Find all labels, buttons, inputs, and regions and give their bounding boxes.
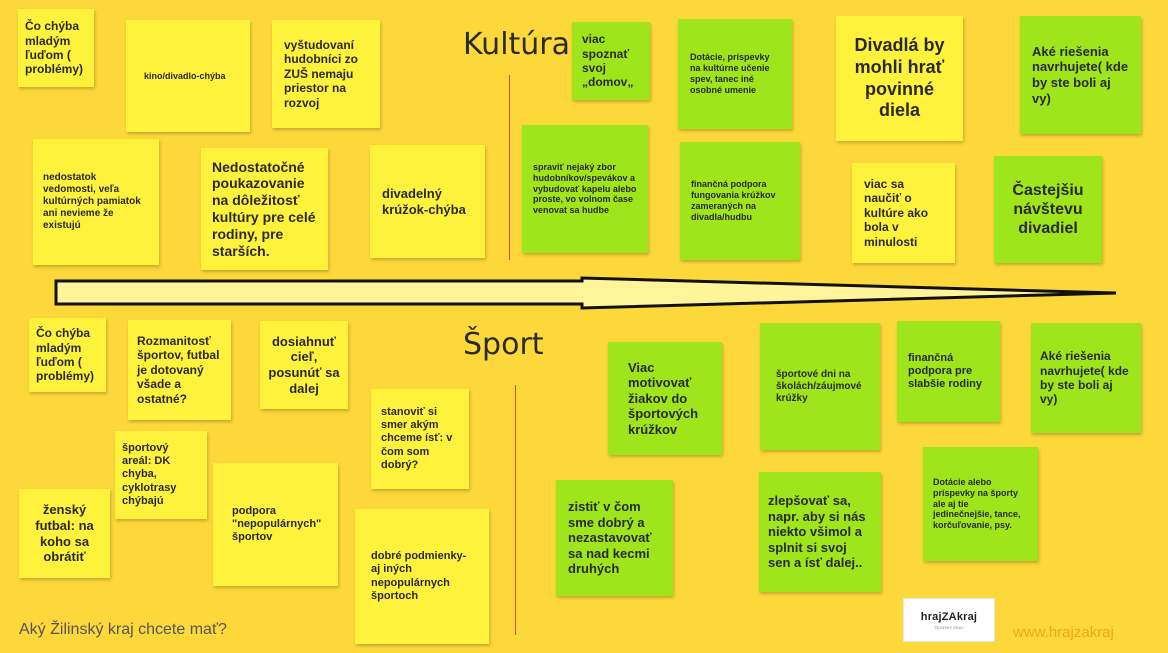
culture-note[interactable]: Čo chýba mladým ľuďom ( problémy) — [18, 9, 94, 87]
divider-sport — [515, 385, 516, 635]
culture-note[interactable]: Divadlá by mohli hrať povinné diela — [836, 16, 963, 141]
hrajzakraj-logo: hrajZAkraj ŽILINSKÝ KRAJ — [903, 598, 995, 642]
sport-note[interactable]: ženský futbal: na koho sa obrátiť — [19, 489, 110, 578]
culture-note[interactable]: viac sa naučiť o kultúre ako bola v minu… — [852, 163, 955, 263]
culture-note[interactable]: Častejšiu návštevu divadiel — [994, 156, 1102, 263]
sport-note[interactable]: Čo chýba mladým ľuďom ( problémy) — [29, 318, 106, 392]
culture-note[interactable]: kino/divadlo-chýba — [126, 20, 250, 132]
culture-note[interactable]: viac spoznať svoj „domov„ — [572, 22, 650, 100]
sport-note[interactable]: dosiahnuť cieľ, posunúť sa dalej — [260, 321, 348, 409]
divider-culture — [509, 75, 510, 260]
sport-note[interactable]: stanoviť si smer akým chceme ísť: v čom … — [371, 389, 469, 489]
culture-note[interactable]: finančná podpora fungovania krúžkov zame… — [680, 142, 800, 260]
sport-note[interactable]: podpora "nepopulárnych" športov — [213, 463, 338, 586]
heading-culture: Kultúra — [463, 27, 571, 62]
culture-note[interactable]: Aké riešenia navrhujete( kde by ste boli… — [1020, 16, 1141, 134]
sport-note[interactable]: športové dni na školách/záujmové krúžky — [760, 323, 880, 450]
culture-note[interactable]: Dotácie, príspevky na kultúrne učenie sp… — [678, 19, 792, 129]
footer-url-link[interactable]: www.hrajzakraj — [1013, 624, 1114, 641]
heading-sport: Šport — [463, 327, 544, 362]
culture-note[interactable]: vyštudovaní hudobníci zo ZUŠ nemaju prie… — [272, 20, 380, 128]
sport-note[interactable]: dobré podmienky- aj iných nepopulárnych … — [355, 509, 489, 644]
culture-note[interactable]: spraviť nejaký zbor hudobníkov/spevákov … — [522, 125, 648, 253]
sport-note[interactable]: zistiť v čom sme dobrý a nezastavovať sa… — [556, 480, 673, 596]
footer-question: Aký Žilinský kraj chcete mať? — [19, 621, 227, 638]
sport-note[interactable]: Viac motivovať žiakov do športových krúž… — [608, 342, 722, 455]
right-arrow-icon — [54, 276, 1117, 310]
sport-note[interactable]: športový areál: DK chyba, cyklotrasy chý… — [115, 431, 207, 519]
sport-note[interactable]: Dotácie alebo príspevky na športy ale aj… — [923, 447, 1038, 561]
sport-note[interactable]: finančná podpora pre slabšie rodiny — [897, 321, 1000, 422]
sport-note[interactable]: zlepšovať sa, napr. aby si nás niekto vš… — [759, 472, 881, 592]
culture-note[interactable]: divadelný krúžok-chýba — [370, 145, 485, 258]
sport-note[interactable]: Aké riešenia navrhujete( kde by ste boli… — [1031, 323, 1141, 433]
culture-note[interactable]: Nedostatočné poukazovanie na dôležitosť … — [201, 148, 328, 270]
culture-note[interactable]: nedostatok vedomosti, veľa kultúrných pa… — [33, 139, 159, 265]
sport-note[interactable]: Rozmanitosť športov, futbal je dotovaný … — [128, 320, 231, 420]
